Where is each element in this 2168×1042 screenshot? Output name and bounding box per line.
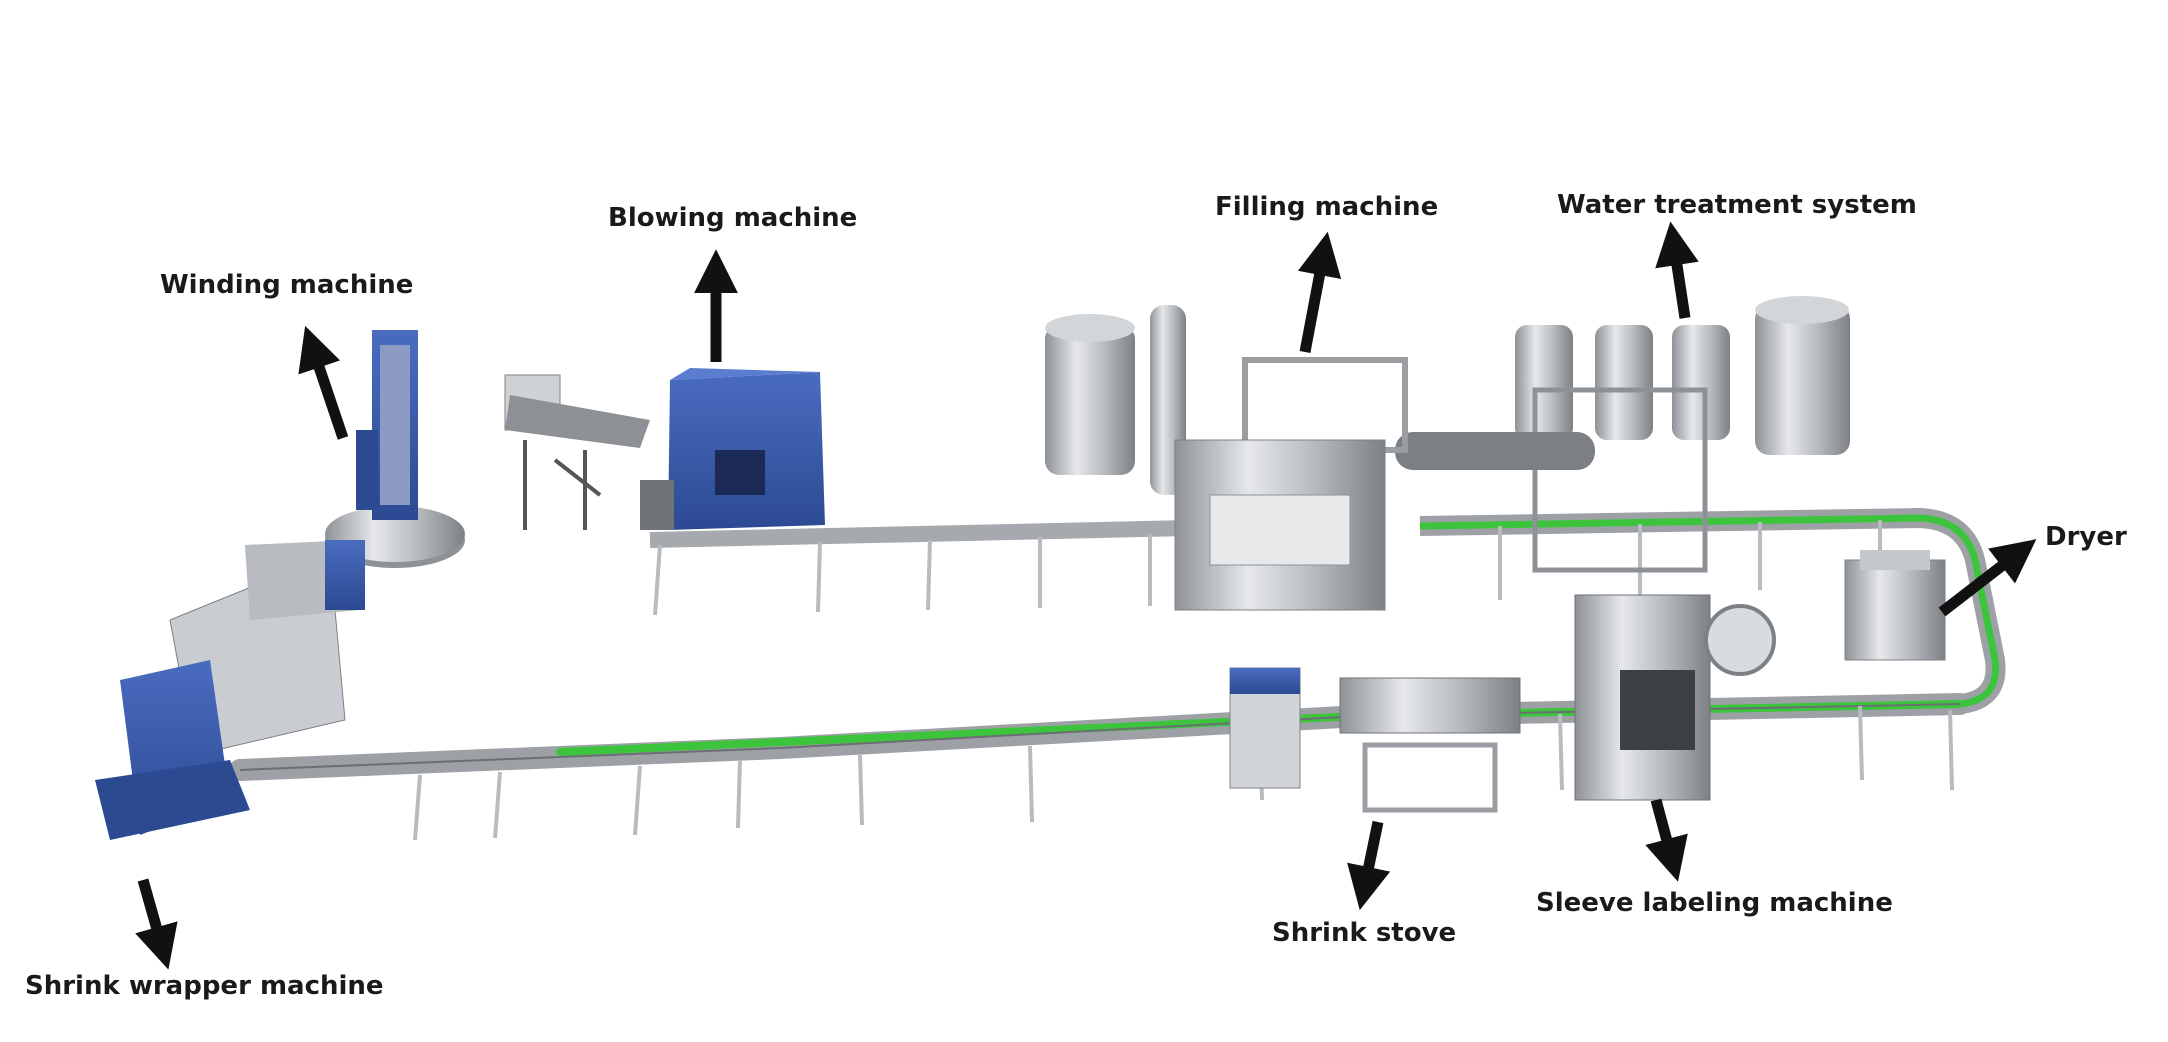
conveyor-return	[1419, 507, 2006, 714]
label-dryer: Dryer	[2045, 522, 2127, 552]
sleeve-labeling-machine	[1574, 594, 1776, 801]
arrow-water	[1655, 221, 1699, 319]
label-shrink-stove: Shrink stove	[1272, 918, 1457, 948]
shrink-stove	[1229, 667, 1521, 813]
dryer	[1844, 550, 1946, 661]
tanks-left	[1045, 305, 1186, 495]
label-water-treatment-system: Water treatment system	[1557, 190, 1917, 220]
blowing-machine	[640, 368, 825, 530]
arrow-dryer	[1938, 539, 2037, 617]
arrow-winding	[298, 325, 349, 440]
arrow-sleeve	[1645, 798, 1688, 882]
filling-machine	[1174, 357, 1408, 611]
arrow-shrink-stove	[1347, 820, 1391, 911]
arrow-filling	[1297, 231, 1342, 354]
conveyor-top	[649, 520, 1191, 548]
label-shrink-wrapper-machine: Shrink wrapper machine	[25, 971, 384, 1001]
callout-arrows	[135, 221, 2037, 970]
label-winding-machine: Winding machine	[160, 270, 414, 300]
tanks-water	[1395, 296, 1850, 573]
label-blowing-machine: Blowing machine	[608, 203, 858, 233]
arrow-shrink-wrapper	[135, 878, 178, 970]
shrink-wrapper-machine	[95, 540, 365, 840]
label-sleeve-labeling-machine: Sleeve labeling machine	[1536, 888, 1893, 918]
preform-loader	[504, 374, 650, 530]
label-filling-machine: Filling machine	[1215, 192, 1439, 222]
winding-machine	[325, 330, 465, 568]
